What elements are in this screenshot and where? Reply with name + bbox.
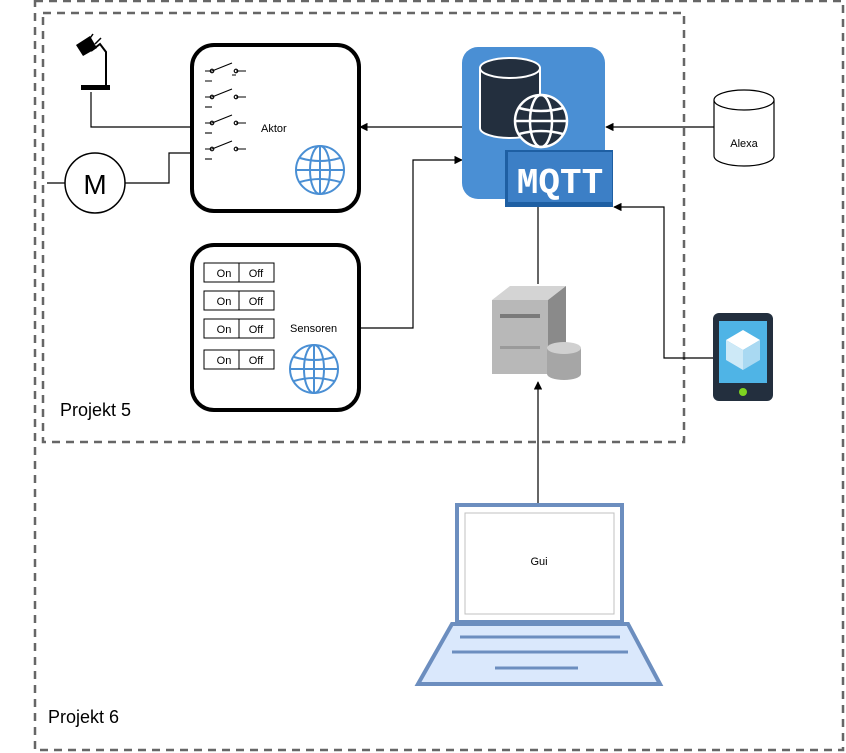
toggle-on-label: On — [217, 268, 232, 280]
tablet-icon — [713, 313, 773, 401]
lamp-aktor-connector — [90, 92, 192, 128]
toggle-on-label: On — [217, 355, 232, 367]
toggle-off-label: Off — [249, 268, 264, 280]
projekt-6-label: Projekt 6 — [48, 707, 119, 727]
aktor-box: Aktor — [190, 43, 361, 213]
toggle-1: On Off — [203, 262, 275, 283]
toggle-off-label: Off — [249, 296, 264, 308]
toggle-on-label: On — [217, 296, 232, 308]
mqtt-label-bg — [508, 152, 612, 202]
toggle-group: On Off On Off On Off On Off — [203, 262, 275, 370]
sensoren-box: On Off On Off On Off On Off Sens — [190, 243, 361, 412]
desk-lamp-icon — [76, 33, 110, 90]
toggle-off-label: Off — [249, 324, 264, 336]
server-icon — [492, 286, 581, 380]
globe-icon — [513, 93, 569, 149]
alexa-database: Alexa — [713, 89, 775, 167]
motor-label: M — [83, 169, 106, 200]
projekt-5-boundary — [41, 11, 686, 444]
globe-icon — [295, 145, 345, 195]
mqtt-label: MQTT — [517, 163, 603, 204]
globe-icon — [289, 344, 339, 394]
laptop-label: Gui — [530, 556, 547, 568]
tablet-mqtt-arrow — [613, 202, 713, 359]
toggle-2: On Off — [203, 290, 275, 311]
toggle-off-label: Off — [249, 355, 264, 367]
toggle-4: On Off — [203, 349, 275, 370]
projekt-5-label: Projekt 5 — [60, 400, 131, 420]
toggle-on-label: On — [217, 324, 232, 336]
laptop-icon: Gui — [414, 503, 664, 686]
sensoren-label: Sensoren — [290, 323, 337, 335]
toggle-3: On Off — [203, 318, 275, 339]
alexa-label: Alexa — [730, 138, 758, 150]
aktor-label: Aktor — [261, 123, 287, 135]
motor-aktor-connector — [125, 152, 192, 184]
sensoren-mqtt-arrow — [360, 155, 463, 329]
relay-switches — [205, 62, 246, 160]
motor-symbol: M — [64, 152, 126, 214]
projekt-6-boundary — [33, 0, 845, 752]
mqtt-broker: MQTT — [462, 47, 613, 207]
